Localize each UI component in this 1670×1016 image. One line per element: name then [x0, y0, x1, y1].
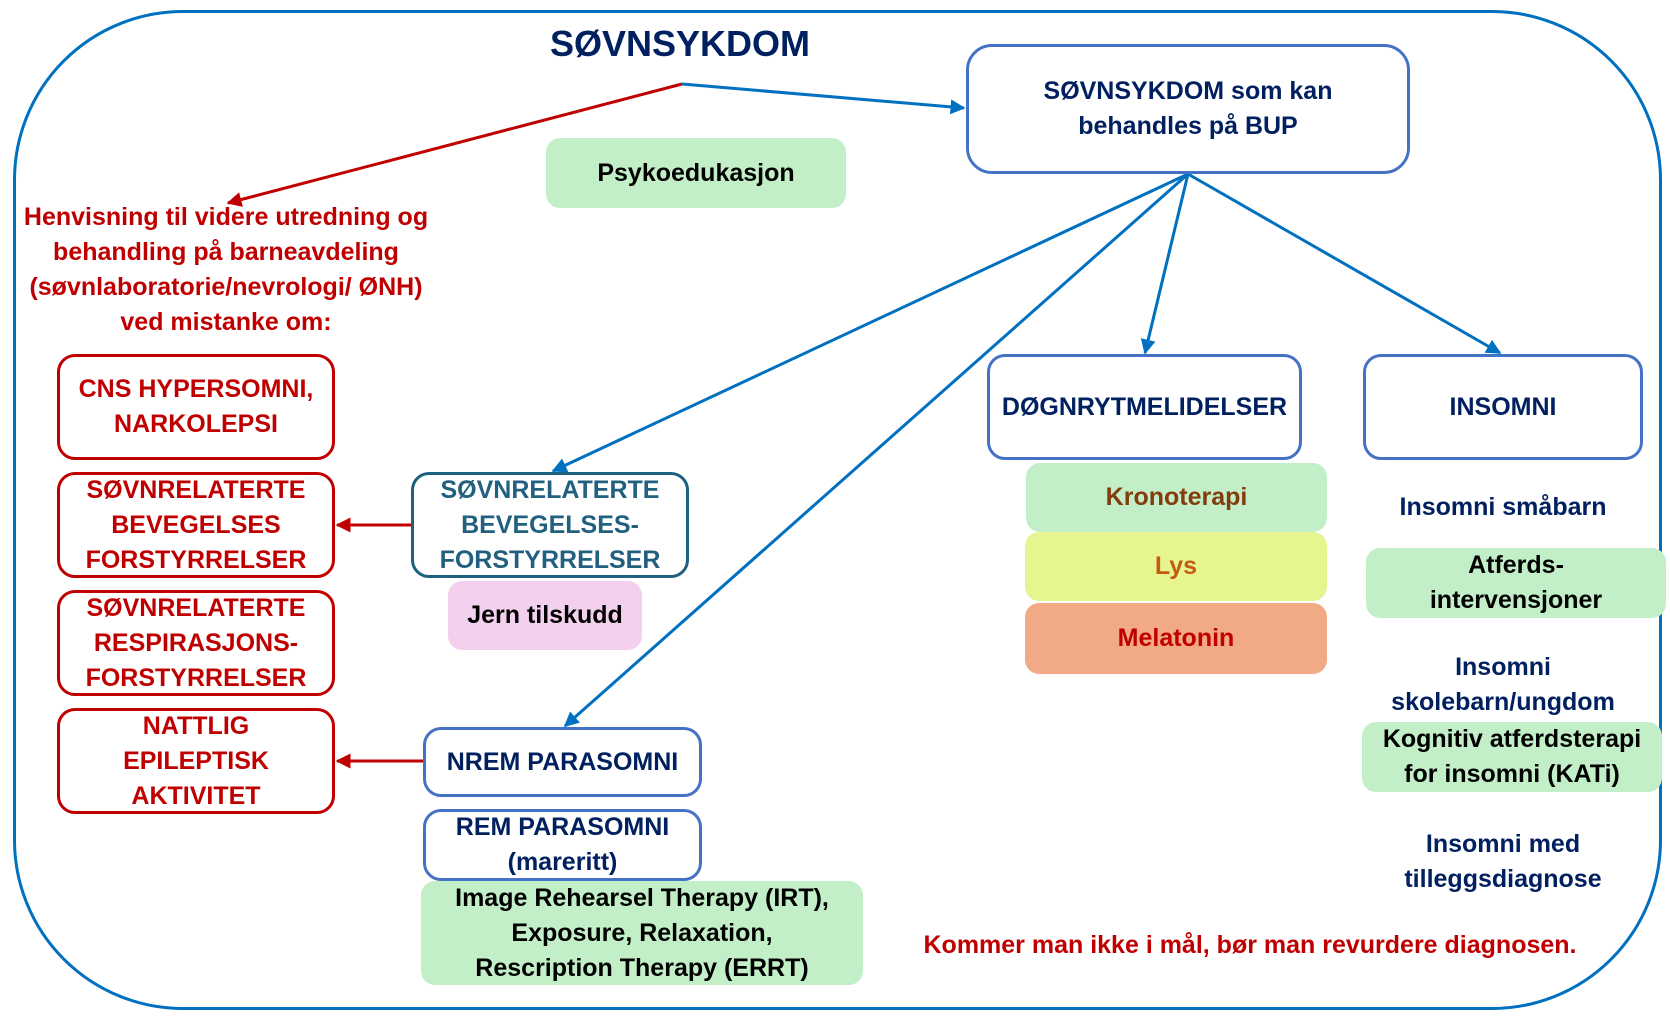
melatonin-box: Melatonin — [1025, 603, 1327, 674]
circadian-disorders-box: DØGNRYTMELIDELSER — [987, 354, 1302, 460]
light-therapy-box: Lys — [1025, 532, 1327, 601]
diagram-title: SØVNSYKDOM — [549, 23, 811, 64]
chronotherapy-box: Kronoterapi — [1026, 463, 1327, 532]
arrow-to-circadian — [1140, 173, 1190, 355]
iron-supplement-box: Jern tilskudd — [448, 581, 642, 650]
psychoeducation-box: Psykoedukasjon — [546, 138, 846, 208]
insomnia-box: INSOMNI — [1363, 354, 1643, 460]
nightmare-therapy-box: Image Rehearsel Therapy (IRT),Exposure, … — [421, 881, 863, 985]
footer-note: Kommer man ikke i mål, bør man revurdere… — [923, 931, 1577, 959]
referral-line: ved mistanke om: — [120, 308, 332, 336]
arrow-to-nrem — [563, 172, 1189, 728]
behavioral-interventions-box: Atferds-intervensjoner — [1366, 548, 1666, 618]
diagram-frame — [13, 10, 1662, 1010]
referral-line: Henvisning til videre utredning og — [23, 203, 429, 231]
arrow-to-insomnia — [1187, 172, 1502, 355]
arrow-to-movement — [551, 172, 1189, 473]
referral-line: (søvnlaboratorie/nevrologi/ ØNH) — [29, 273, 423, 301]
nrem-parasomnia-box: NREM PARASOMNI — [423, 727, 702, 797]
rem-parasomnia-box: REM PARASOMNI(mareritt) — [423, 809, 702, 881]
referral-line: behandling på barneavdeling — [53, 238, 399, 266]
referral-text: Henvisning til videre utredning og behan… — [14, 200, 438, 340]
arrow-to-referral — [226, 82, 683, 207]
arrow-to-bup — [681, 82, 966, 115]
insomnia-toddlers-label: Insomni småbarn — [1399, 493, 1607, 521]
condition-cns-hypersomnia: CNS HYPERSOMNI,NARKOLEPSI — [57, 354, 335, 460]
